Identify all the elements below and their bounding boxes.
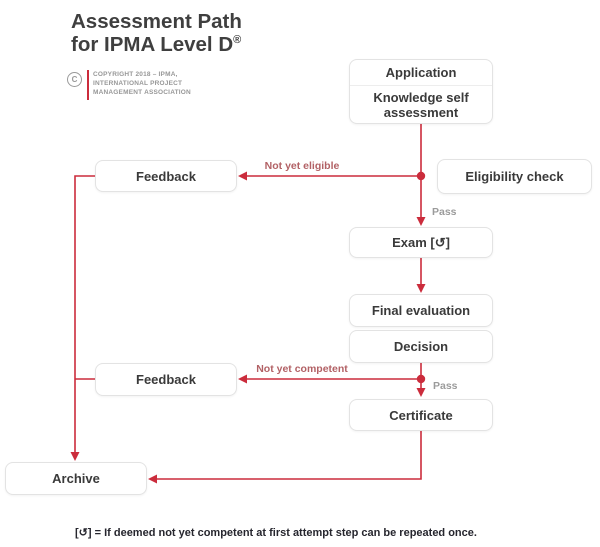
copyright-line: MANAGEMENT ASSOCIATION	[93, 89, 191, 96]
edge-feedback-to-archive-rail	[74, 175, 95, 452]
junction-dot-decision	[416, 374, 426, 384]
title-line1: Assessment Path	[71, 10, 242, 33]
copyright-icon: C	[67, 72, 82, 87]
node-final-evaluation: Final evaluation	[349, 294, 493, 327]
node-knowledge-self-assessment: Knowledge self assessment	[373, 89, 469, 120]
arrowhead-into-certificate	[416, 388, 426, 397]
node-eligibility-check: Eligibility check	[437, 159, 592, 194]
title-line2: for IPMA Level D®	[71, 33, 242, 56]
junction-dot-eligibility	[416, 171, 426, 181]
page-title: Assessment Path for IPMA Level D®	[71, 10, 242, 56]
arrowhead-into-feedback-top	[238, 171, 247, 181]
arrowhead-into-final-evaluation	[416, 284, 426, 293]
copyright-block: C COPYRIGHT 2018 – IPMA, INTERNATIONAL P…	[67, 70, 191, 100]
edge-certificate-to-archive	[157, 431, 422, 480]
edge-label-not-yet-competent: Not yet competent	[256, 363, 348, 375]
node-application-group: Application Knowledge self assessment	[349, 59, 493, 124]
node-archive: Archive	[5, 462, 147, 495]
arrowhead-into-exam	[416, 217, 426, 226]
arrowhead-into-archive-top	[70, 452, 80, 461]
copyright-divider-bar	[87, 70, 89, 100]
node-application: Application	[350, 60, 492, 86]
arrowhead-into-archive-right	[148, 474, 157, 484]
node-decision: Decision	[349, 330, 493, 363]
copyright-line: COPYRIGHT 2018 – IPMA,	[93, 71, 178, 78]
copyright-text: COPYRIGHT 2018 – IPMA, INTERNATIONAL PRO…	[93, 70, 191, 97]
node-feedback-bottom: Feedback	[95, 363, 237, 396]
edge-label-pass-bottom: Pass	[433, 380, 458, 392]
arrowhead-into-feedback-bottom	[238, 374, 247, 384]
edge-label-not-yet-eligible: Not yet eligible	[264, 160, 340, 172]
footnote: [↺] = If deemed not yet competent at fir…	[75, 527, 477, 539]
copyright-line: INTERNATIONAL PROJECT	[93, 80, 183, 87]
registered-trademark: ®	[233, 34, 242, 47]
node-certificate: Certificate	[349, 399, 493, 431]
node-feedback-top: Feedback	[95, 160, 237, 192]
node-exam: Exam [↺]	[349, 227, 493, 258]
edge-label-pass-top: Pass	[432, 206, 457, 218]
